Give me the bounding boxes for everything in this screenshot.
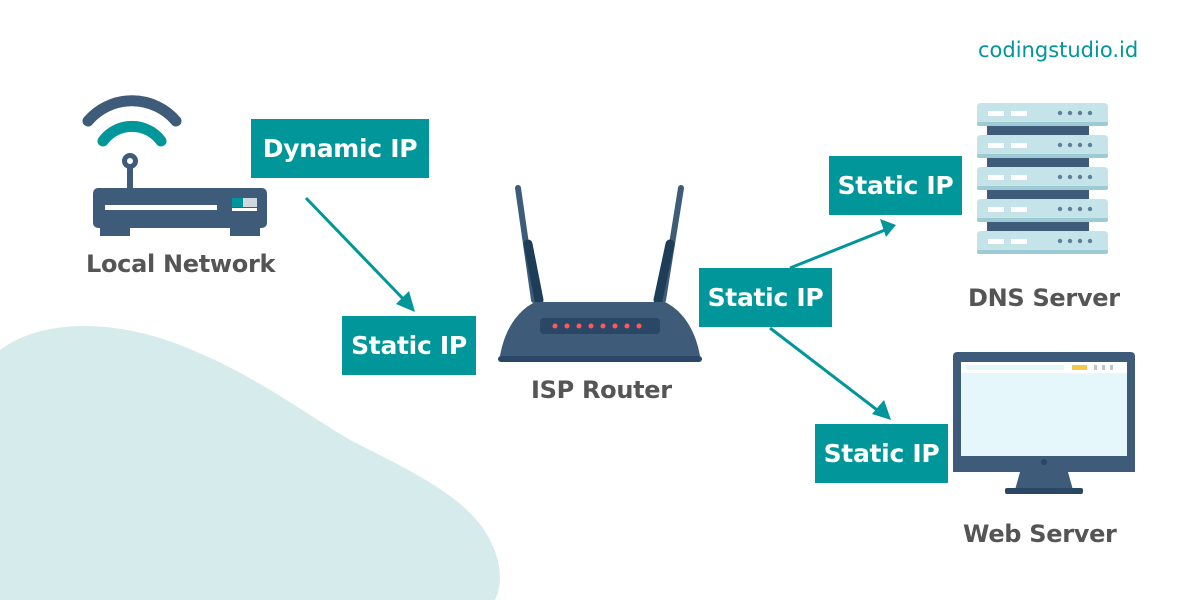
router-icon	[498, 185, 702, 362]
router-inbound-static-ip-tag: Static IP	[342, 316, 476, 375]
monitor-icon	[953, 352, 1135, 494]
background-blob	[0, 326, 500, 600]
arrowhead-dns	[880, 219, 896, 237]
isp-router-label: ISP Router	[531, 376, 672, 404]
router-outbound-static-ip-tag: Static IP	[699, 268, 832, 327]
server-unit	[977, 231, 1108, 254]
arrowhead-web	[872, 400, 891, 420]
arrowheads	[396, 219, 896, 420]
server-unit	[977, 103, 1108, 126]
server-rack-icon	[977, 103, 1108, 254]
server-unit	[977, 135, 1108, 158]
brand-logo-text: codingstudio.id	[978, 38, 1139, 62]
local-network-label: Local Network	[86, 250, 276, 278]
arrow-router-to-dns	[789, 226, 891, 270]
wifi-modem-icon	[82, 95, 267, 236]
dynamic-ip-tag: Dynamic IP	[251, 119, 429, 178]
web-static-ip-tag: Static IP	[815, 424, 948, 483]
server-unit	[977, 199, 1108, 222]
dns-static-ip-tag: Static IP	[829, 156, 962, 215]
web-server-label: Web Server	[963, 520, 1117, 548]
arrow-local-to-router	[304, 196, 412, 308]
connector-arrows	[304, 196, 891, 418]
arrowhead-router-in	[396, 291, 415, 312]
server-unit	[977, 167, 1108, 190]
dns-server-label: DNS Server	[968, 284, 1120, 312]
arrow-router-to-web	[769, 326, 886, 418]
